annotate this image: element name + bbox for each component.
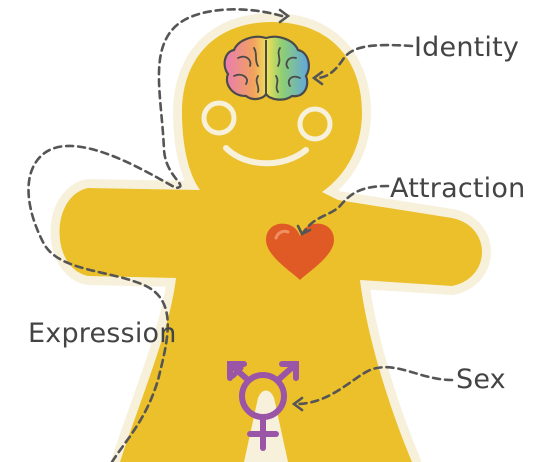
expression-arrowhead (278, 8, 291, 24)
expression-label: Expression (28, 318, 177, 349)
sex-label: Sex (456, 364, 506, 395)
identity-arrowhead (311, 70, 324, 86)
expression-connector (27, 8, 284, 462)
heart-icon (266, 223, 334, 280)
smile (223, 145, 309, 167)
brain-icon (223, 35, 310, 101)
attraction-arrowhead (296, 224, 312, 236)
left-eye (201, 100, 237, 136)
attraction-label: Attraction (390, 173, 526, 204)
sex-arrowhead (291, 396, 304, 412)
transgender-symbol-icon (227, 361, 299, 451)
identity-connector (314, 43, 414, 80)
connector-lines (27, 8, 454, 462)
identity-label: Identity (414, 32, 520, 63)
attraction-connector (302, 184, 390, 234)
sex-connector (294, 365, 454, 406)
right-eye (297, 106, 333, 142)
